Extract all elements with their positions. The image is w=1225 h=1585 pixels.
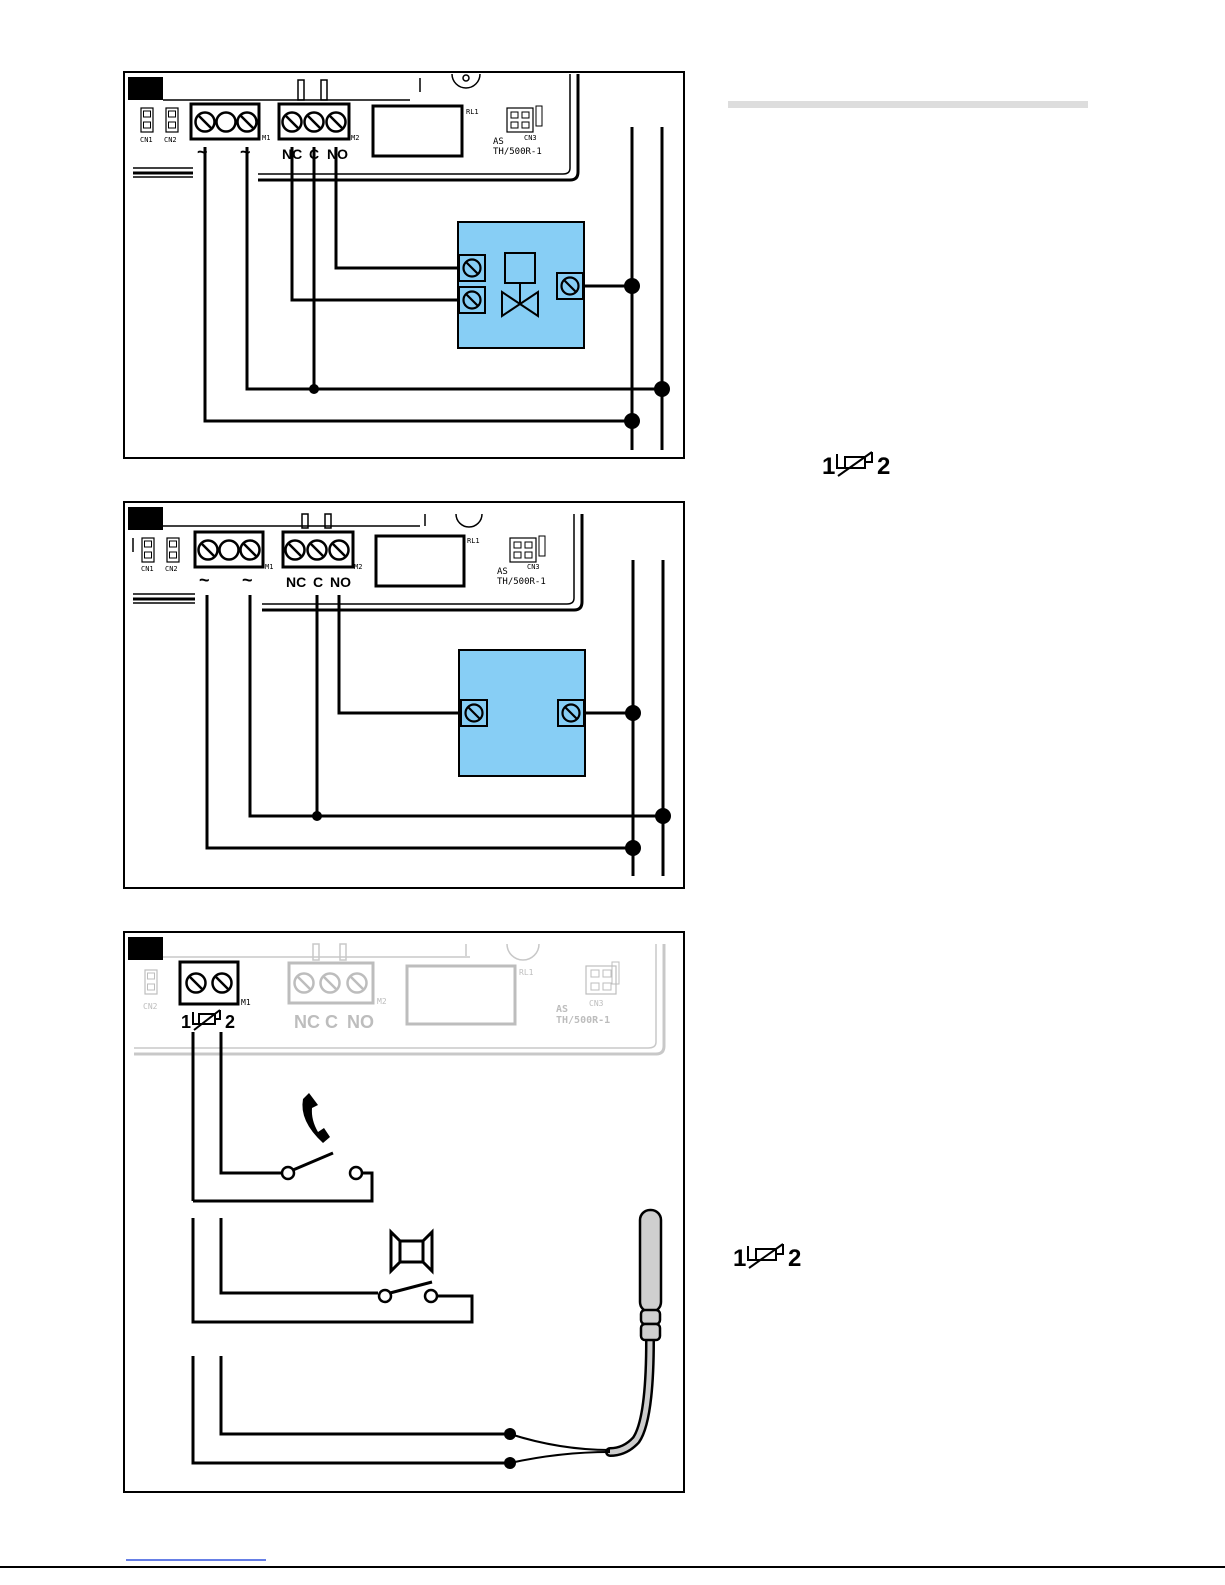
rl1-label: RL1 bbox=[467, 537, 480, 545]
nc-label: NC bbox=[286, 574, 306, 590]
screw-terminal-icon bbox=[199, 541, 218, 560]
cn2-label: CN2 bbox=[165, 565, 178, 573]
screw-terminal-icon bbox=[187, 974, 206, 993]
screw-terminal-icon bbox=[213, 974, 232, 993]
screw-terminal-icon bbox=[241, 541, 260, 560]
device-terminal-1 bbox=[461, 700, 487, 726]
screw-terminal-icon bbox=[327, 113, 346, 132]
rl1-label: RL1 bbox=[519, 968, 534, 977]
terminal-2-label: 2 bbox=[225, 1012, 235, 1032]
model-line-2: TH/500R-1 bbox=[493, 147, 542, 157]
valve-terminal-2 bbox=[459, 287, 485, 313]
rl1-relay bbox=[373, 106, 462, 156]
screw-terminal-icon bbox=[238, 113, 257, 132]
cn2-connector bbox=[167, 538, 179, 562]
cn2-label: CN2 bbox=[164, 136, 177, 144]
thermistor-icon bbox=[748, 1244, 783, 1268]
model-line-2: TH/500R-1 bbox=[556, 1015, 610, 1026]
c-label: C bbox=[313, 574, 323, 590]
cn3-connector-faded bbox=[586, 962, 619, 994]
model-line-1: AS bbox=[497, 567, 508, 577]
cn3-label: CN3 bbox=[524, 134, 537, 142]
terminal-1-label: 1 bbox=[181, 1012, 191, 1032]
cn1-label: CN1 bbox=[140, 136, 153, 144]
m2-label: M2 bbox=[354, 563, 362, 571]
cn3-label: CN3 bbox=[589, 999, 604, 1008]
cn3-label: CN3 bbox=[527, 563, 540, 571]
screw-terminal-icon bbox=[295, 974, 314, 993]
cn1-connector bbox=[141, 108, 153, 132]
thermistor-symbol-1: 1 2 bbox=[822, 452, 890, 480]
m2-label: M2 bbox=[377, 997, 387, 1006]
diagram-3-figure-tab bbox=[128, 937, 163, 960]
nc-label: NC bbox=[294, 1012, 320, 1032]
model-line-2: TH/500R-1 bbox=[497, 577, 546, 587]
power-terminal-label-2: ~ bbox=[240, 142, 251, 162]
cn2-connector bbox=[166, 108, 178, 132]
empty-terminal bbox=[217, 113, 236, 132]
screw-terminal-icon bbox=[321, 974, 340, 993]
thermistor-symbol-2: 1 2 bbox=[733, 1244, 801, 1272]
diagram-2-figure-tab bbox=[128, 507, 163, 530]
no-label: NO bbox=[327, 146, 348, 162]
diagram-3-input-wiring: CN2 M2 RL1 CN3 AS TH/500R-1 NC C NO M1 1 bbox=[124, 932, 684, 1492]
screw-terminal-icon bbox=[196, 113, 215, 132]
valve-terminal-3 bbox=[557, 273, 583, 299]
diagram-2-device-wiring: CN1 CN2 M1 M2 RL1 CN3 AS TH/500R-1 ~ ~ N… bbox=[124, 502, 684, 888]
screw-terminal-icon bbox=[283, 113, 302, 132]
screw-terminal-icon bbox=[305, 113, 324, 132]
cn1-label: CN1 bbox=[141, 565, 154, 573]
symbol-1-left-label: 1 bbox=[822, 453, 835, 480]
model-line-1: AS bbox=[493, 137, 504, 147]
symbol-1-right-label: 2 bbox=[877, 453, 890, 480]
empty-terminal bbox=[220, 541, 239, 560]
device-terminal-2 bbox=[558, 700, 584, 726]
rl1-label: RL1 bbox=[466, 108, 479, 116]
screw-terminal-icon bbox=[308, 541, 327, 560]
diagram-1-figure-tab bbox=[128, 77, 163, 100]
model-line-1: AS bbox=[556, 1004, 568, 1015]
screw-terminal-icon bbox=[286, 541, 305, 560]
cn2-connector bbox=[145, 970, 157, 994]
c-label: C bbox=[325, 1012, 338, 1032]
cn1-connector bbox=[142, 538, 154, 562]
cn2-label: CN2 bbox=[143, 1002, 158, 1011]
m1-label: M1 bbox=[241, 998, 251, 1007]
rl1-relay bbox=[376, 536, 464, 586]
m1-label: M1 bbox=[262, 134, 270, 142]
header-rule bbox=[728, 101, 1088, 108]
symbol-2-right-label: 2 bbox=[788, 1245, 801, 1272]
diagram-1-valve-wiring: CN1 CN2 M1 M2 RL1 CN3 AS TH/500R-1 ~ ~ bbox=[124, 72, 684, 458]
screw-terminal-icon bbox=[330, 541, 349, 560]
thermistor-icon bbox=[837, 452, 872, 476]
m2-label: M2 bbox=[351, 134, 359, 142]
valve-terminal-1 bbox=[459, 255, 485, 281]
rl1-relay-faded bbox=[407, 966, 515, 1024]
no-label: NO bbox=[347, 1012, 374, 1032]
symbol-2-left-label: 1 bbox=[733, 1245, 746, 1272]
power-terminal-label-1: ~ bbox=[199, 570, 210, 590]
power-terminal-label-2: ~ bbox=[242, 570, 253, 590]
screw-terminal-icon bbox=[348, 974, 367, 993]
no-label: NO bbox=[330, 574, 351, 590]
m1-label: M1 bbox=[265, 563, 273, 571]
